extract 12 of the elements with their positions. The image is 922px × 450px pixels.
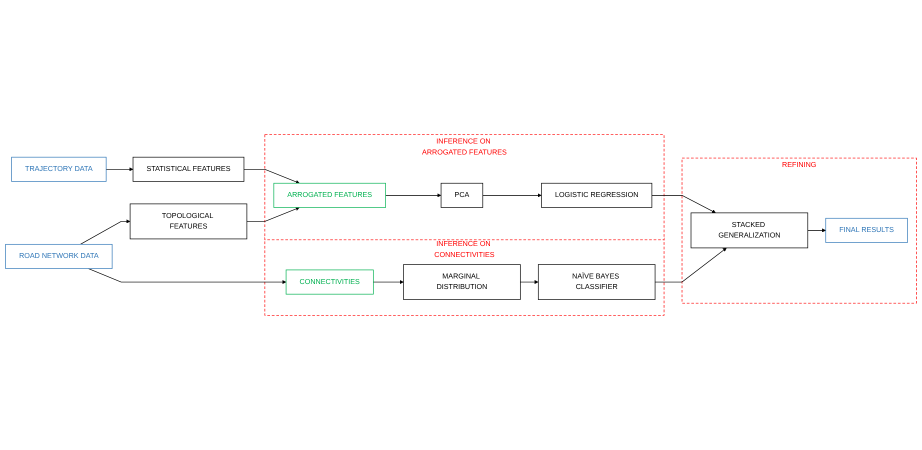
arrow — [520, 280, 538, 284]
arrow — [482, 193, 542, 198]
arrow — [807, 228, 826, 232]
arrow — [654, 248, 727, 282]
arrow — [80, 219, 130, 245]
arrow — [385, 193, 442, 198]
arrow — [88, 268, 286, 284]
arrow — [246, 206, 300, 222]
arrow — [652, 195, 716, 214]
arrow — [244, 168, 300, 184]
arrow — [106, 167, 134, 172]
arrow — [372, 280, 404, 284]
